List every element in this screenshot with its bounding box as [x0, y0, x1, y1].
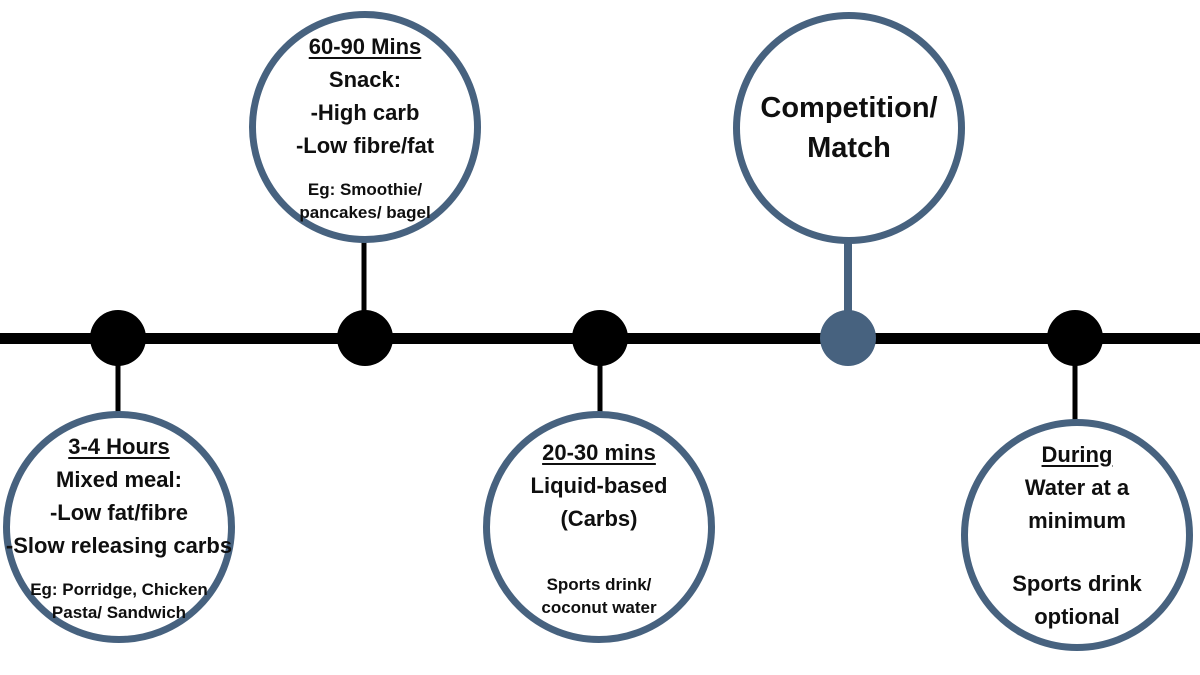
- bubble-liquid-20-30-mins: 20-30 mins Liquid-based (Carbs) Sports d…: [483, 411, 715, 643]
- connector-liquid: [597, 344, 603, 417]
- connector-during: [1072, 344, 1078, 424]
- bubble-text-line: minimum: [1028, 507, 1126, 533]
- bubble-text-line: Liquid-based: [530, 472, 668, 498]
- timeline-node-meal: [90, 310, 146, 366]
- timeline-node-liquid: [572, 310, 628, 366]
- bubble-text-line: Snack:: [328, 67, 402, 92]
- bubble-text-line: -Low fibre/fat: [295, 133, 435, 158]
- bubble-text-line: -Slow releasing carbs: [5, 533, 233, 558]
- bubble-example-line: Sports drink: [1012, 570, 1142, 596]
- bubble-title-line: Competition/: [760, 92, 938, 124]
- bubble-text-line: -Low fat/fibre: [49, 500, 189, 525]
- bubble-example-line: Eg: Smoothie/: [307, 180, 423, 199]
- bubble-title: 3-4 Hours: [68, 434, 170, 459]
- bubble-competition-match: Competition/ Match: [733, 12, 965, 244]
- bubble-title: 60-90 Mins: [308, 34, 422, 59]
- bubble-title: During: [1041, 441, 1113, 467]
- bubble-example-line: optional: [1034, 603, 1120, 629]
- timeline-node-snack: [337, 310, 393, 366]
- bubble-text-line: Water at a: [1024, 474, 1130, 500]
- bubble-example: Eg: Porridge, Chicken Pasta/ Sandwich: [30, 578, 208, 624]
- connector-snack: [361, 238, 367, 336]
- bubble-text-line: Mixed meal:: [56, 467, 182, 492]
- bubble-example: Eg: Smoothie/ pancakes/ bagel: [299, 178, 430, 224]
- bubble-text-line: (Carbs): [560, 505, 638, 531]
- bubble-during-hydration: During Water at a minimum Sports drink o…: [961, 419, 1193, 651]
- bubble-example-line: Pasta/ Sandwich: [51, 603, 187, 622]
- bubble-title-line: Match: [807, 132, 891, 164]
- bubble-snack-60-90-mins: 60-90 Mins Snack: -High carb -Low fibre/…: [249, 11, 481, 243]
- bubble-example-line: Sports drink/: [546, 574, 652, 594]
- bubble-example: Sports drink/ coconut water: [541, 573, 656, 619]
- connector-meal: [115, 344, 121, 418]
- bubble-example-line: Eg: Porridge, Chicken: [30, 580, 208, 599]
- bubble-example: Sports drink optional: [1012, 567, 1142, 633]
- bubble-example-line: coconut water: [541, 597, 657, 617]
- timeline-node-during: [1047, 310, 1103, 366]
- timeline-node-competition: [820, 310, 876, 366]
- bubble-text-line: -High carb: [310, 100, 420, 125]
- bubble-title: 20-30 mins: [542, 439, 656, 465]
- bubble-meal-3-4-hours: 3-4 Hours Mixed meal: -Low fat/fibre -Sl…: [3, 411, 235, 643]
- bubble-example-line: pancakes/ bagel: [299, 203, 431, 222]
- connector-competition: [844, 242, 852, 338]
